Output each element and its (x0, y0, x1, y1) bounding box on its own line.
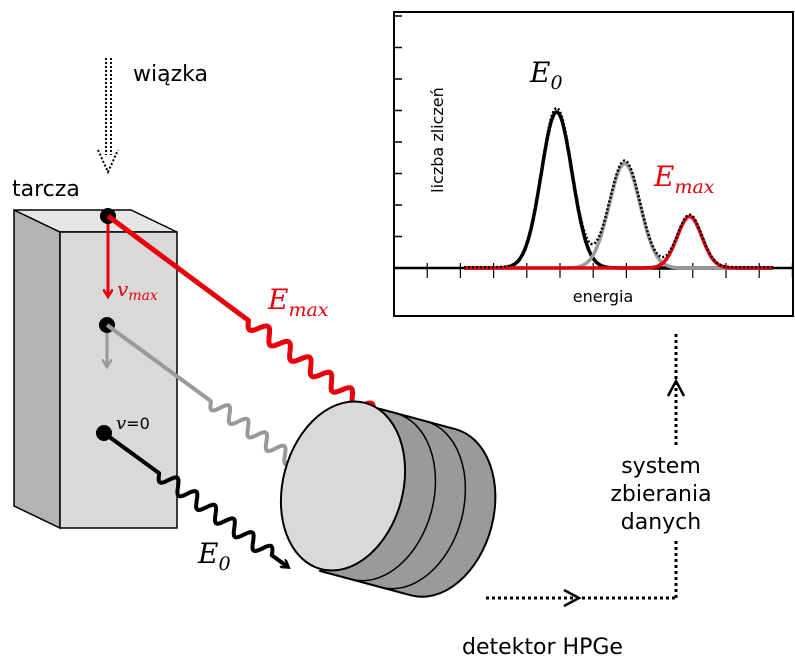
v-zero-label: v=0 (116, 413, 150, 434)
daq-label-line1: system (621, 454, 701, 479)
daq-label-line2: zbierania (610, 482, 711, 507)
curve-emax (464, 214, 773, 270)
spectrum-curves (464, 106, 773, 270)
daq-label-line3: danych (621, 510, 701, 535)
beam-arrow (97, 58, 119, 175)
e-max-label: Emax (267, 283, 329, 321)
gamma-ray-e0 (102, 431, 288, 567)
peak-emax-label: Emax (653, 160, 715, 198)
spectrum-xlabel: energia (573, 287, 634, 306)
detector-label: detektor HPGe (462, 635, 623, 660)
spectrum-chart: liczba zliczeń energia E0 Emax (393, 11, 794, 317)
e0-label: E0 (197, 537, 231, 575)
v-max-label: vmax (117, 277, 158, 304)
target-label: tarcza (12, 177, 80, 202)
spectrum-ylabel: liczba zliczeń (428, 87, 447, 193)
gamma-ray-emax (106, 213, 389, 428)
detector-hpge (279, 400, 497, 598)
target-block (13, 208, 178, 530)
peak-e0-label: E0 (529, 56, 563, 94)
signal-path (486, 333, 686, 608)
curve-sum (464, 106, 773, 269)
beam-label: wiązka (133, 62, 208, 87)
